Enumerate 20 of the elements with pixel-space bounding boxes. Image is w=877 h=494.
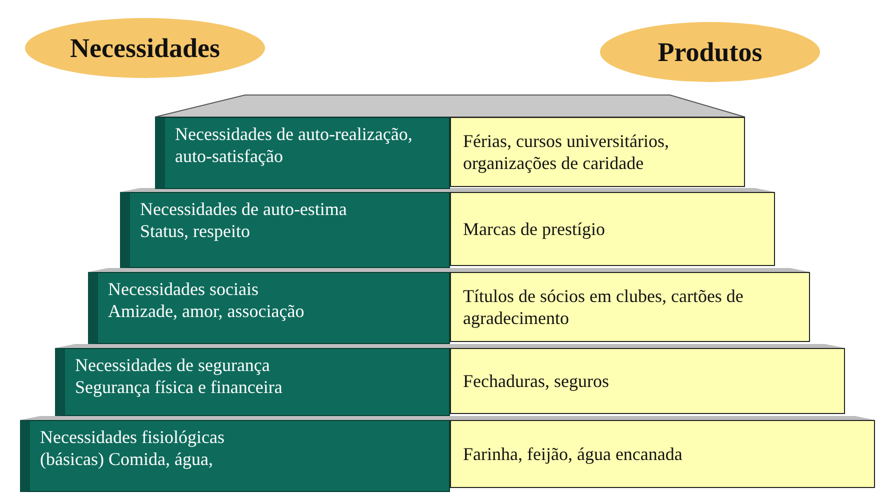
- tier-heading: Necessidades de auto-estima: [140, 199, 348, 221]
- heading-oval: Necessidades: [25, 18, 265, 78]
- need-tier: Necessidades de auto-realização, auto-satisfação: [155, 117, 450, 189]
- need-tier: [55, 348, 450, 416]
- product-tier: Férias, cursos universitários, organizações de caridade: [450, 117, 745, 187]
- tier-examples: Segurança física e financeira: [75, 376, 284, 398]
- tier-heading: Necessidades fisiológicas: [40, 427, 226, 449]
- need-tier: [88, 272, 450, 344]
- tier-examples: Amizade, amor, associação: [108, 300, 306, 322]
- tier-examples: (básicas) Comida, água,: [40, 448, 214, 470]
- tier-heading: Necessidades sociais: [108, 279, 260, 301]
- tier-heading: Necessidades de segurança: [75, 355, 271, 377]
- need-tier: [20, 420, 450, 492]
- product-tier: Farinha, feijão, água encanada: [450, 420, 875, 488]
- need-tier: [120, 192, 450, 268]
- product-tier: Fechaduras, seguros: [450, 348, 845, 414]
- tier-examples: Status, respeito: [140, 220, 251, 242]
- product-tier: Títulos de sócios em clubes, cartões de agradecimento: [450, 272, 810, 342]
- heading-oval: Produtos: [600, 22, 820, 82]
- product-tier: Marcas de prestígio: [450, 192, 775, 266]
